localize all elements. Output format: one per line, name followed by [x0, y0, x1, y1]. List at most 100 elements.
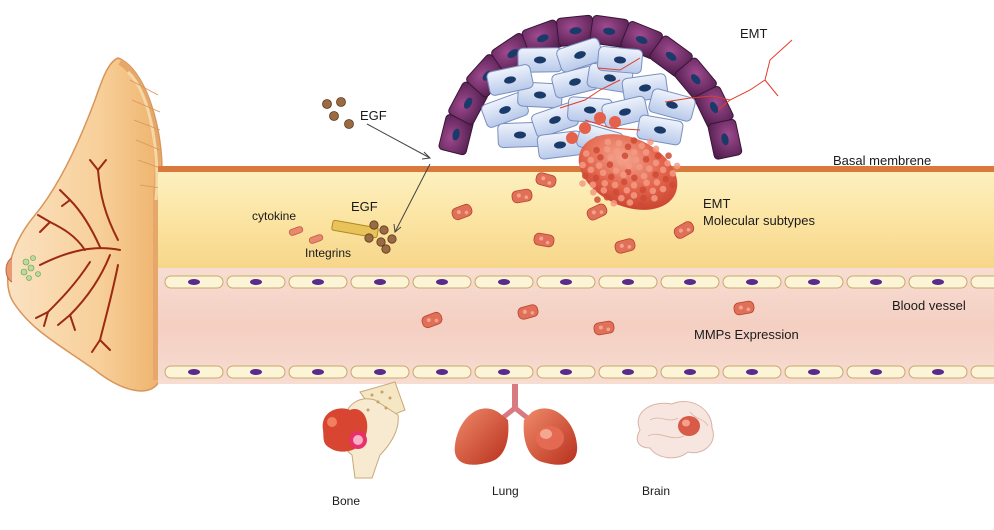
- endothelial-nucleus: [684, 279, 696, 285]
- tumor-cell-granule: [631, 192, 638, 199]
- endothelial-nucleus: [560, 369, 572, 375]
- endothelial-nucleus: [870, 369, 882, 375]
- label-bone: Bone: [332, 494, 360, 509]
- tumor-cell-granule: [636, 164, 643, 171]
- endothelial-nucleus: [312, 279, 324, 285]
- tumor-cell-granule: [579, 180, 586, 187]
- label-egf-stroma: EGF: [351, 199, 378, 214]
- tumor-cell-granule: [610, 200, 617, 207]
- tumor-cell-granule: [638, 142, 645, 149]
- endothelial-nucleus: [436, 279, 448, 285]
- tumor-cell-granule: [618, 195, 625, 202]
- tumor-cell-granule: [654, 179, 661, 186]
- endothelial-nucleus: [312, 369, 324, 375]
- tumor-cell-granule: [664, 160, 671, 167]
- tumor-cell-granule: [631, 149, 638, 156]
- label-blood-vessel: Blood vessel: [892, 298, 966, 313]
- label-mmps-expression: MMPs Expression: [694, 327, 799, 342]
- tumor-cell-granule: [660, 186, 667, 193]
- tumor-cell-granule: [653, 160, 660, 167]
- tumor-cell-granule: [631, 174, 638, 181]
- tumor-cell-granule: [593, 147, 600, 154]
- label-basal-membrane: Basal membrene: [833, 153, 931, 168]
- endothelial-nucleus: [560, 279, 572, 285]
- endothelial-nucleus: [746, 279, 758, 285]
- tumor-cell-granule: [617, 159, 624, 166]
- endothelial-nucleus: [188, 369, 200, 375]
- lung-illustration: [455, 384, 577, 465]
- tumor-cell-granule: [605, 139, 612, 146]
- label-emt-top: EMT: [740, 26, 767, 41]
- label-egf-top: EGF: [360, 108, 387, 123]
- tumor-cell-granule: [641, 173, 648, 180]
- tumor-cell-granule: [622, 153, 629, 160]
- label-brain: Brain: [642, 484, 670, 499]
- tumor-cell-granule: [582, 173, 589, 180]
- tumor-cell-granule: [620, 172, 627, 179]
- tumor-cell-granule: [588, 157, 595, 164]
- tumor-cell-granule: [616, 140, 623, 147]
- tumor-cell-granule: [613, 189, 620, 196]
- breast-illustration: [6, 58, 162, 391]
- tumor-cell-granule: [655, 153, 662, 160]
- tumor-cell-granule: [590, 181, 597, 188]
- tumor-cell-granule: [609, 116, 621, 128]
- tumor-epithelium: [438, 15, 742, 160]
- egf-molecules-top: [323, 98, 354, 129]
- tumor-cell-granule: [601, 187, 608, 194]
- tumor-cell-granule: [597, 154, 604, 161]
- endothelial-nucleus: [622, 369, 634, 375]
- tumor-cell-granule: [647, 139, 654, 146]
- endothelial-nucleus: [684, 369, 696, 375]
- tumor-cell-granule: [669, 181, 676, 188]
- tumor-cell-granule: [640, 195, 647, 202]
- endothelial-cell: [971, 276, 994, 288]
- tumor-cell-granule: [663, 176, 670, 183]
- tumor-cell-granule: [651, 195, 658, 202]
- tumor-cell-granule: [590, 189, 597, 196]
- tumor-cell-granule: [604, 194, 611, 201]
- tumor-cell-granule: [627, 199, 634, 206]
- tumor-cell-granule: [631, 182, 638, 189]
- brain-illustration: [637, 401, 713, 457]
- tumor-cell-granule: [650, 188, 657, 195]
- tumor-cell-granule: [660, 167, 667, 174]
- label-emt-mid: EMT: [703, 196, 730, 211]
- tumor-cell-granule: [579, 122, 591, 134]
- endothelial-nucleus: [374, 369, 386, 375]
- bone-illustration: [323, 382, 405, 478]
- tumor-cell-granule: [625, 143, 632, 150]
- endothelial-nucleus: [498, 279, 510, 285]
- tumor-cell-granule: [640, 187, 647, 194]
- tumor-cell-granule: [625, 163, 632, 170]
- endothelial-nucleus: [870, 279, 882, 285]
- tumor-cell-granule: [607, 161, 614, 168]
- endothelial-nucleus: [250, 369, 262, 375]
- endothelial-nucleus: [808, 369, 820, 375]
- tumor-cell-granule: [643, 180, 650, 187]
- tumor-cell-granule: [613, 167, 620, 174]
- tumor-cell-granule: [665, 152, 672, 159]
- label-cytokine: cytokine: [252, 209, 296, 224]
- endothelial-nucleus: [622, 279, 634, 285]
- tumor-cell-granule: [643, 149, 650, 156]
- endothelial-cell: [971, 366, 994, 378]
- endothelial-nucleus: [250, 279, 262, 285]
- label-molecular-subtypes: Molecular subtypes: [703, 213, 815, 228]
- tumor-cell-granule: [593, 175, 600, 182]
- tumor-cell-granule: [674, 163, 681, 170]
- tumor-cell-granule: [652, 171, 659, 178]
- label-integrins: Integrins: [305, 246, 351, 261]
- tumor-cell-granule: [653, 145, 660, 152]
- tumor-cell-granule: [670, 170, 677, 177]
- endothelial-nucleus: [932, 279, 944, 285]
- tumor-cell-granule: [624, 187, 631, 194]
- tumor-cell-granule: [596, 162, 603, 169]
- tumor-cell-granule: [646, 165, 653, 172]
- tumor-cell-granule: [621, 179, 628, 186]
- endothelial-nucleus: [436, 369, 448, 375]
- endothelial-nucleus: [932, 369, 944, 375]
- tumor-cell-granule: [607, 154, 614, 161]
- endothelial-nucleus: [188, 279, 200, 285]
